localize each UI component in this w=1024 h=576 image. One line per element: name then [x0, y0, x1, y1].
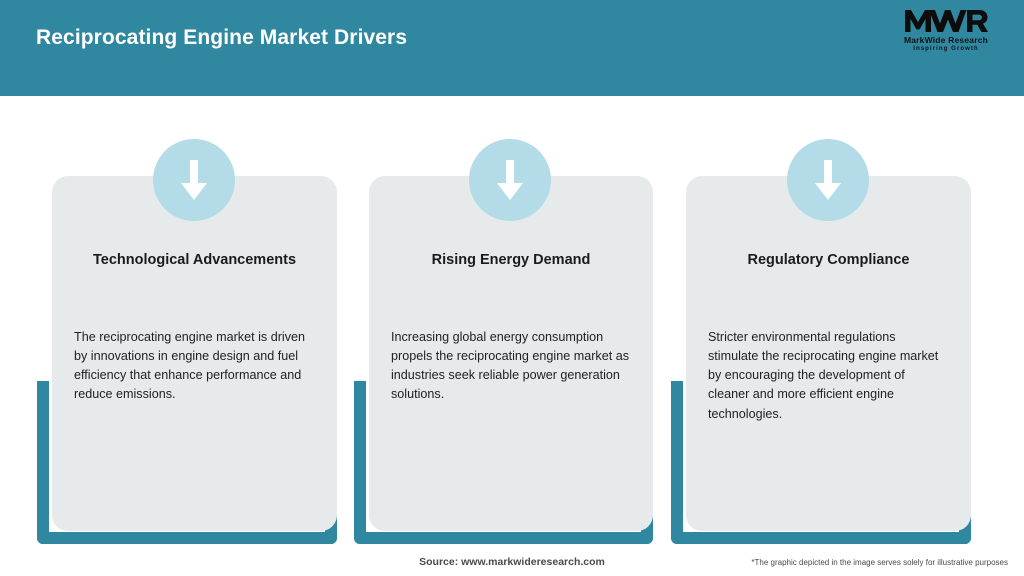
card-body-3: Stricter environmental regulations stimu… [708, 330, 939, 421]
card-title-3: Regulatory Compliance [747, 252, 910, 268]
down-arrow-icon-circle-2 [469, 139, 551, 221]
down-arrow-icon-circle-1 [153, 139, 235, 221]
driver-card-1[interactable]: Technological Advancements The reciproca… [52, 176, 337, 531]
markwide-research-logo: MarkWide Research Inspiring Growth [886, 8, 1006, 66]
disclaimer-note: *The graphic depicted in the image serve… [751, 558, 1008, 567]
driver-card-3[interactable]: Regulatory Compliance Stricter environme… [686, 176, 971, 531]
down-arrow-icon [497, 160, 523, 200]
card-body-1: The reciprocating engine market is drive… [74, 330, 305, 402]
page-title: Reciprocating Engine Market Drivers [36, 26, 408, 49]
card-title-1: Technological Advancements [92, 252, 297, 268]
card-body-2: Increasing global energy consumption pro… [391, 330, 630, 402]
mwr-logo-icon [905, 10, 988, 32]
card-title-2: Rising Energy Demand [431, 252, 591, 268]
header-bar [0, 0, 1024, 96]
source-note: Source: www.markwideresearch.com [419, 556, 605, 568]
logo-company-name: MarkWide Research [903, 35, 989, 45]
driver-card-2[interactable]: Rising Energy Demand Increasing global e… [369, 176, 653, 531]
down-arrow-icon [181, 160, 207, 200]
logo-tagline: Inspiring Growth [913, 46, 979, 52]
down-arrow-icon [815, 160, 841, 200]
down-arrow-icon-circle-3 [787, 139, 869, 221]
